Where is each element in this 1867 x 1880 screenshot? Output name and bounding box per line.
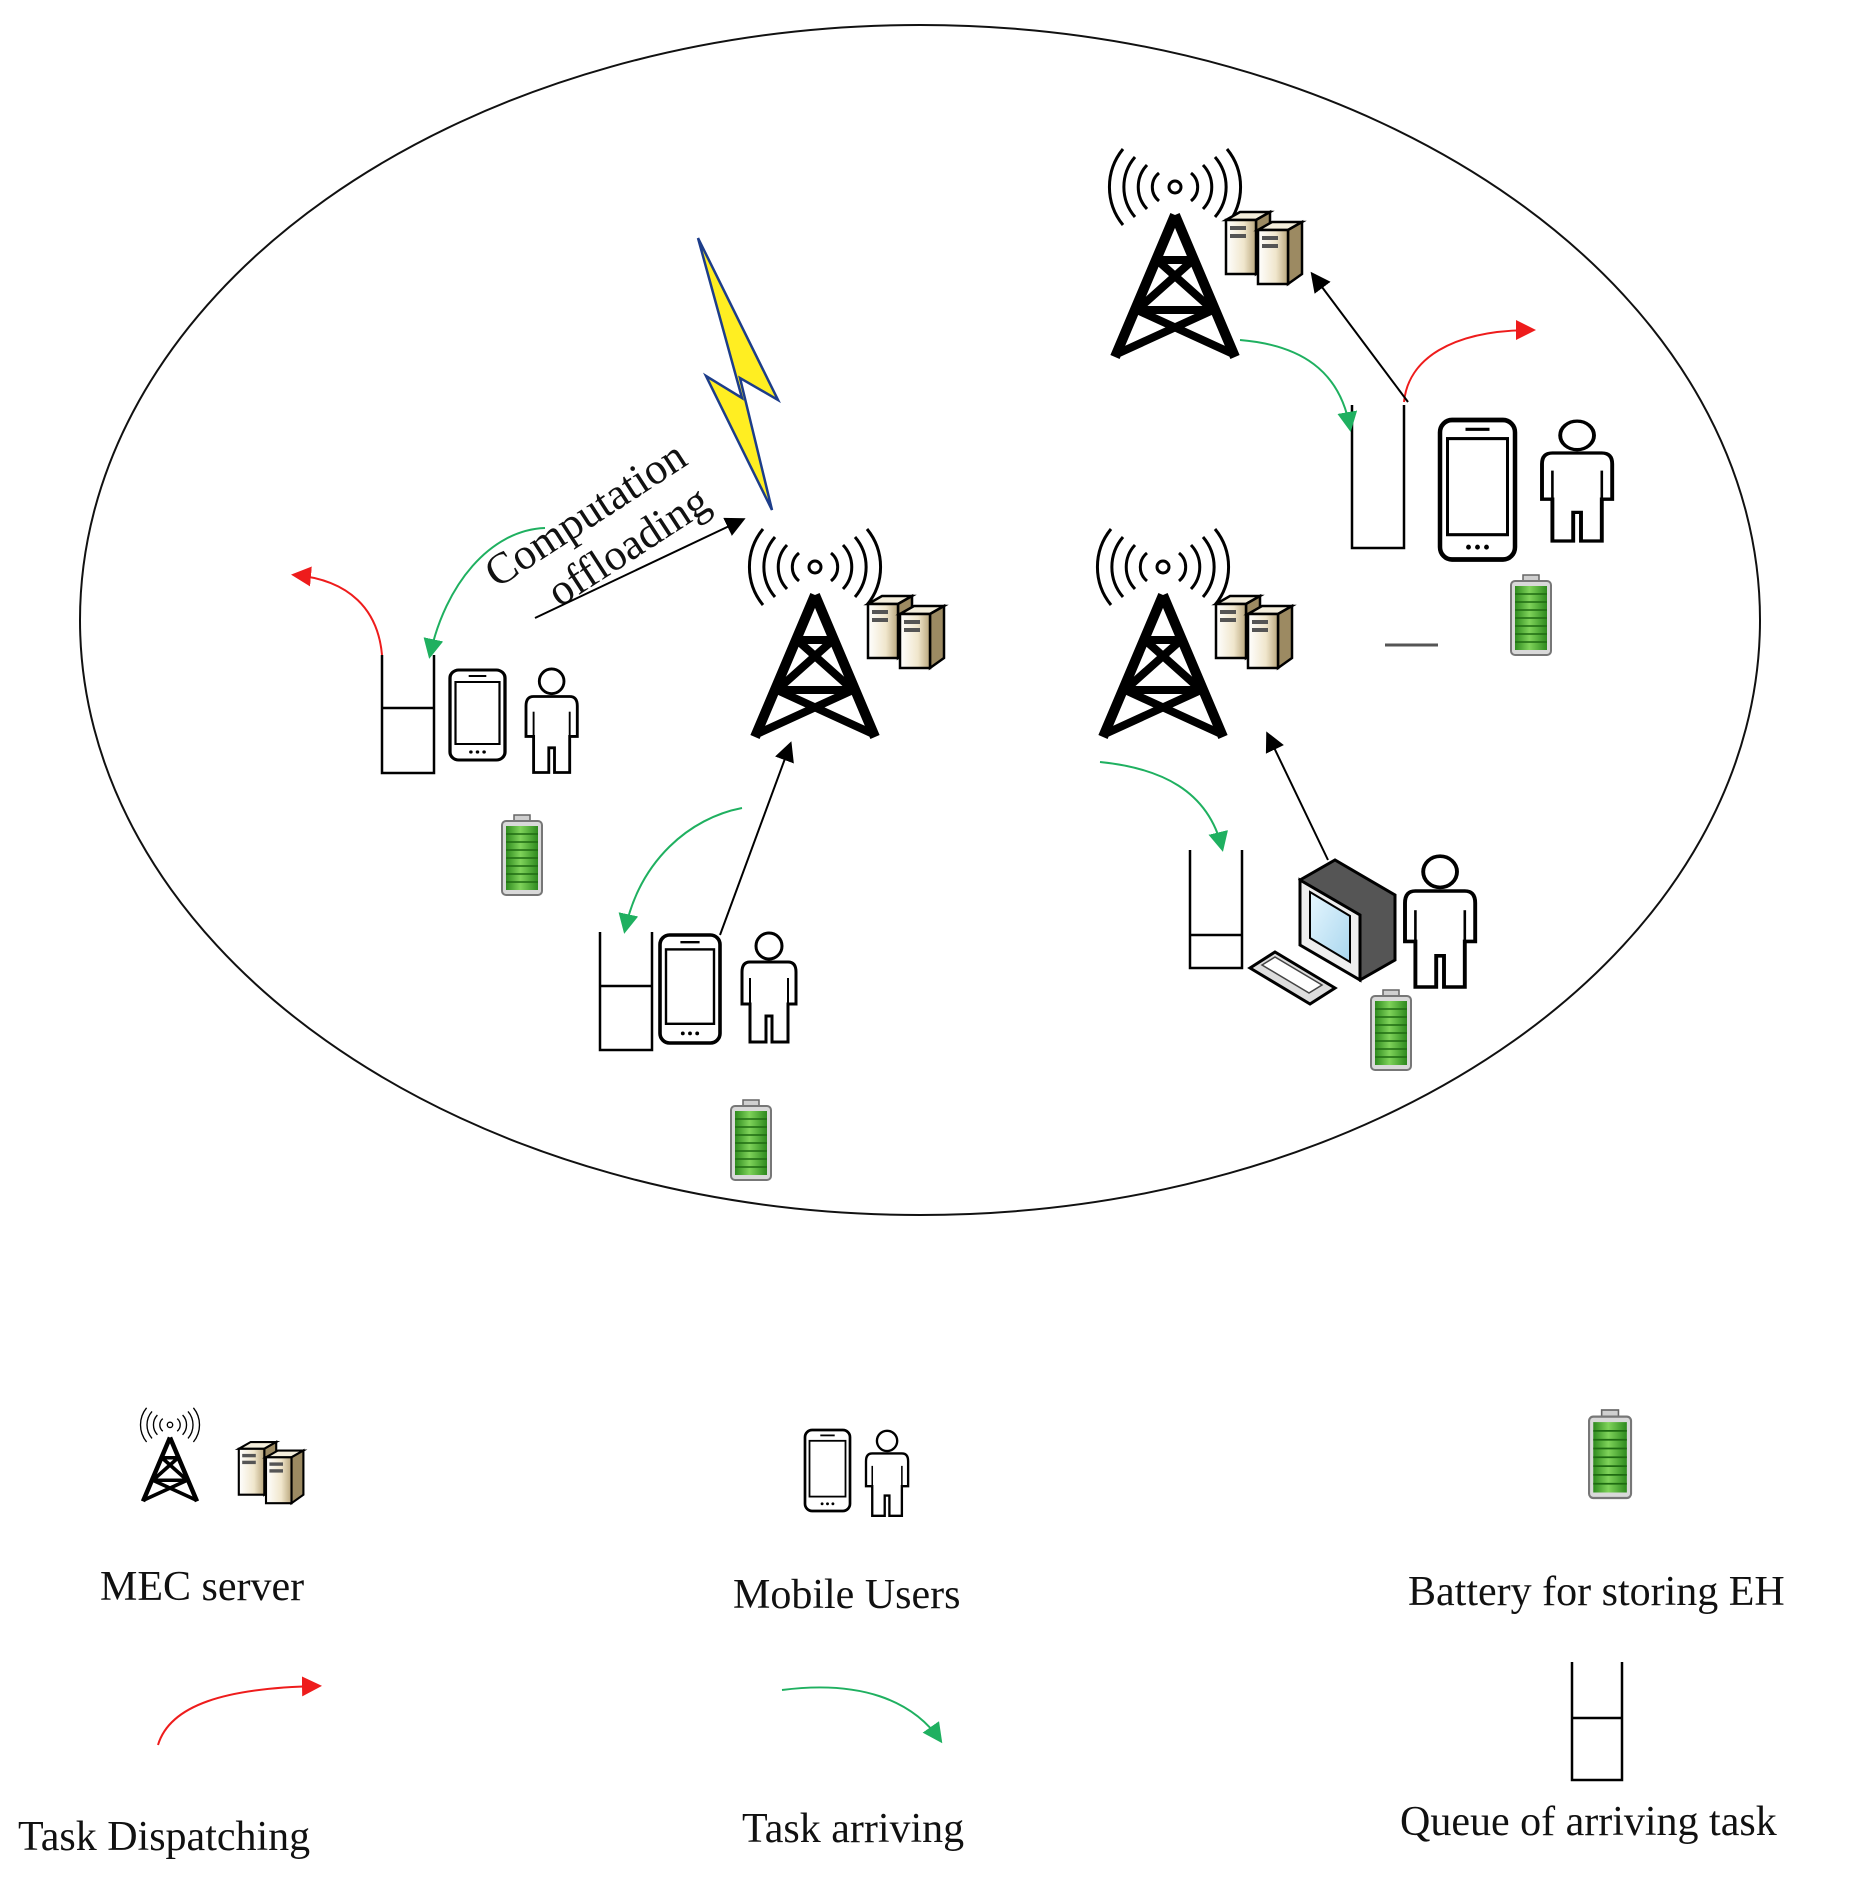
task-arriving-arrow xyxy=(423,527,546,659)
base-station-right xyxy=(1097,529,1228,737)
task-arriving-arrow xyxy=(618,807,743,934)
offloading-arrow xyxy=(1310,271,1409,403)
task-queue xyxy=(380,655,436,775)
mec-servers-top-right xyxy=(1224,210,1304,286)
legend-battery-label: Battery for storing EH xyxy=(1408,1569,1785,1615)
legend-task-dispatching-arrow xyxy=(157,1676,322,1746)
coverage-area-ellipse xyxy=(79,24,1761,1216)
offloading-arrow xyxy=(1265,731,1329,861)
legend-task-dispatching-label: Task Dispatching xyxy=(18,1814,310,1860)
battery-icon xyxy=(1510,574,1552,656)
mec-servers-center xyxy=(866,594,946,670)
desktop-computer-icon xyxy=(1247,858,1397,1006)
task-dispatching-arrow xyxy=(291,566,383,656)
user-group-right xyxy=(1188,850,1478,1071)
mec-servers-right xyxy=(1214,594,1294,670)
battery-icon xyxy=(501,814,543,896)
battery-icon xyxy=(1370,989,1412,1071)
battery-icon xyxy=(730,1099,772,1181)
task-queue xyxy=(1350,405,1406,550)
offloading-arrow xyxy=(719,741,794,936)
lightning-icon xyxy=(696,237,781,511)
legend-mec-server-icon xyxy=(140,1408,305,1505)
legend-mec-server-label: MEC server xyxy=(100,1564,304,1610)
task-arriving-arrow xyxy=(1239,339,1358,432)
base-station-center xyxy=(749,529,880,737)
legend-mobile-users-icon xyxy=(803,1428,910,1517)
legend-task-arriving-arrow xyxy=(781,1686,943,1744)
legend-battery-icon xyxy=(1587,1408,1633,1500)
base-station-top-right xyxy=(1109,149,1240,357)
task-dispatching-arrow xyxy=(1403,320,1536,403)
computation-offloading-arrow xyxy=(534,517,746,619)
task-arriving-arrow xyxy=(1099,761,1228,852)
legend-mobile-users-label: Mobile Users xyxy=(733,1572,960,1618)
legend: MEC server Mobile Users Battery for stor… xyxy=(18,1408,1785,1860)
task-queue xyxy=(1188,850,1244,970)
user-group-left xyxy=(380,655,579,896)
legend-task-arriving-label: Task arriving xyxy=(742,1806,964,1852)
user-group-top-right xyxy=(1350,405,1615,656)
task-queue xyxy=(598,932,654,1052)
legend-queue-label: Queue of arriving task xyxy=(1400,1799,1777,1845)
legend-queue-icon xyxy=(1570,1662,1624,1782)
user-group-bottom-center xyxy=(598,931,798,1181)
